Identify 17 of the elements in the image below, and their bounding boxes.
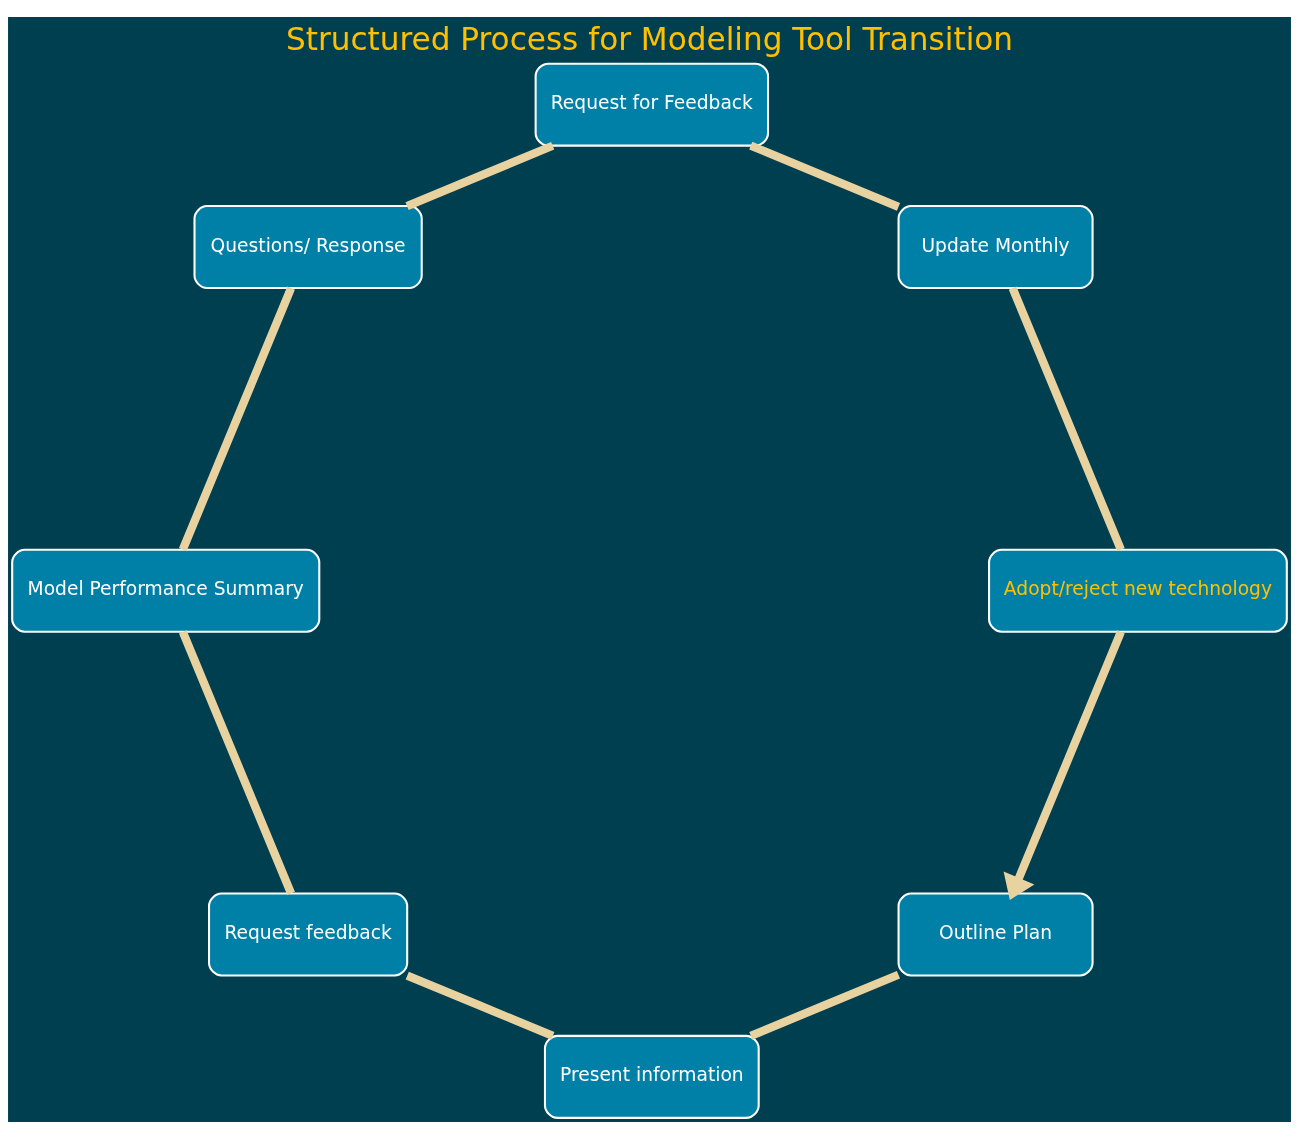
node-box: Questions/ Response	[193, 205, 423, 290]
node-box: Adopt/reject new technology	[988, 548, 1288, 633]
connector	[749, 141, 901, 211]
node-box: Update Monthly	[897, 205, 1094, 290]
node-box: Model Performance Summary	[11, 548, 321, 633]
node-box: Request feedback	[208, 892, 409, 977]
node-box: Present information	[543, 1034, 760, 1119]
connector	[178, 286, 295, 552]
connector	[405, 141, 555, 210]
connector	[749, 970, 901, 1040]
arrow	[1003, 630, 1125, 900]
connector	[1008, 286, 1125, 552]
node-box: Outline Plan	[897, 892, 1094, 977]
diagram-title: Structured Process for Modeling Tool Transition	[285, 21, 1014, 58]
node-box: Request for Feedback	[534, 62, 770, 147]
connector	[405, 971, 555, 1040]
connector	[178, 630, 295, 895]
